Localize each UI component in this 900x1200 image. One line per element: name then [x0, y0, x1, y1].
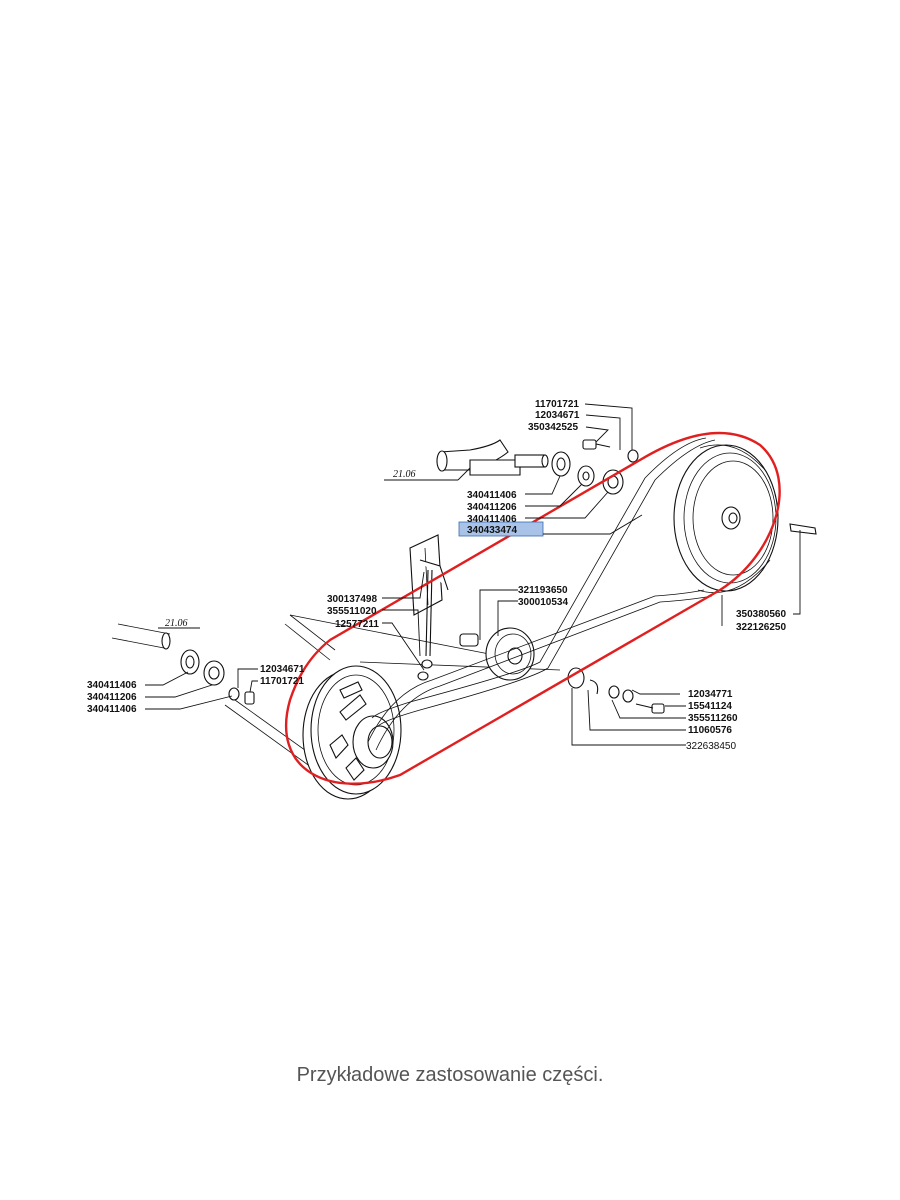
v-belt — [367, 437, 716, 751]
part-label-350342525: 350342525 — [528, 422, 578, 433]
part-label-12034671-top: 12034671 — [535, 410, 580, 421]
left-bearing-stack — [180, 649, 255, 705]
part-label-355511260: 355511260 — [688, 713, 738, 724]
part-label-300137498: 300137498 — [327, 594, 377, 605]
part-label-12034771: 12034771 — [688, 689, 733, 700]
part-label-340411206-top: 340411206 — [467, 502, 517, 513]
part-label-321193650: 321193650 — [518, 585, 568, 596]
part-number-labels: 11701721 12034671 350342525 340411406 34… — [87, 399, 786, 752]
part-label-322126250: 322126250 — [736, 622, 786, 633]
top-shaft — [384, 439, 549, 481]
part-label-300010534: 300010534 — [518, 597, 568, 608]
part-label-340411406-left-2: 340411406 — [87, 704, 137, 715]
image-caption: Przykładowe zastosowanie części. — [296, 1064, 604, 1086]
part-label-340411206-left: 340411206 — [87, 692, 137, 703]
tensioner-pulley — [459, 627, 535, 681]
leader-lines — [145, 403, 801, 746]
belt-drive-highlight — [284, 431, 781, 785]
part-label-12577211: 12577211 — [335, 619, 379, 630]
ref-left-label: 21.06 — [165, 618, 188, 629]
part-label-340411406-top-2: 340411406 — [467, 514, 517, 525]
drive-wheel — [302, 665, 402, 800]
top-bearing-stack — [551, 439, 639, 495]
part-label-340411406-top: 340411406 — [467, 490, 517, 501]
part-label-322638450: 322638450 — [686, 741, 736, 752]
part-label-11701721-top: 11701721 — [535, 399, 579, 410]
selected-part-highlight — [458, 521, 544, 537]
part-label-340411406-left: 340411406 — [87, 680, 137, 691]
part-label-340433474: 340433474 — [467, 525, 517, 536]
ref-top-label: 21.06 — [393, 469, 416, 480]
part-label-12034671-left: 12034671 — [260, 664, 305, 675]
left-shaft — [111, 623, 200, 650]
part-label-11701721-left: 11701721 — [260, 676, 304, 687]
right-bolt-stack — [567, 667, 665, 714]
part-label-355511020: 355511020 — [327, 606, 377, 617]
large-driven-pulley — [673, 444, 817, 594]
part-label-15541124: 15541124 — [688, 701, 732, 712]
part-label-11060576: 11060576 — [688, 725, 732, 736]
part-label-350380560: 350380560 — [736, 609, 786, 620]
